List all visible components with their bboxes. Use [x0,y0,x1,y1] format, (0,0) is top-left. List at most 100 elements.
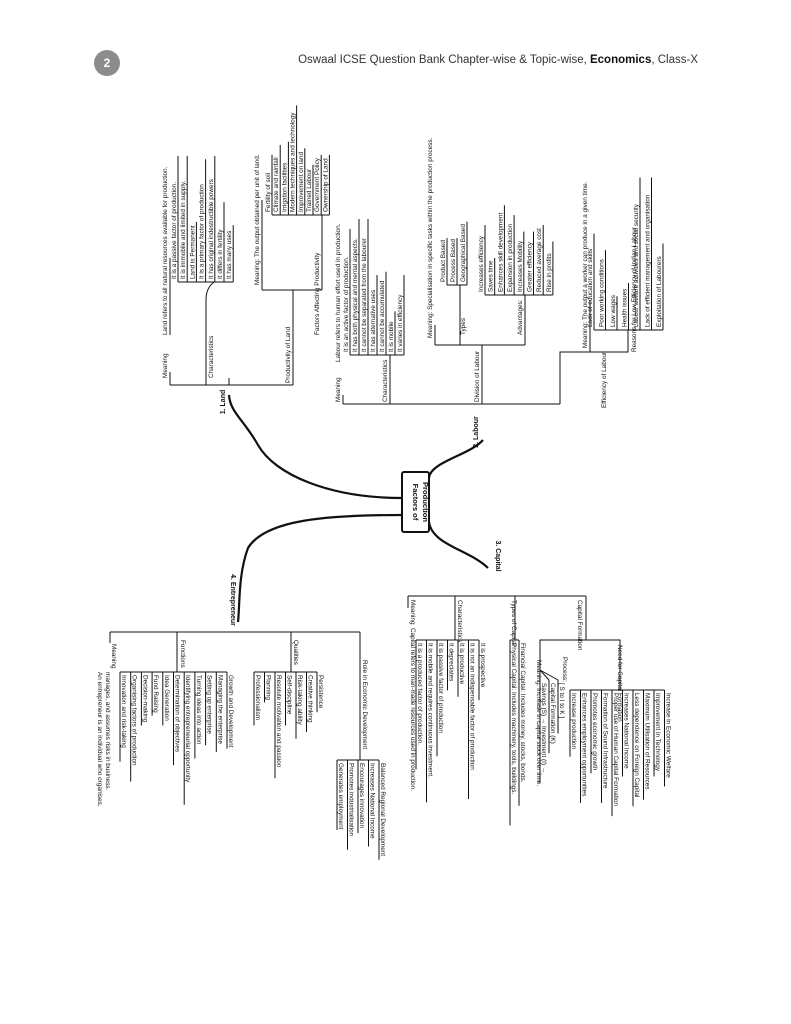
labour-low-item-1: Poor working conditions [599,259,606,327]
labour-chars-item-3: It has alternative uses [370,290,377,352]
capital-needs-item-7: Maximum Utilisation of Resources [644,693,651,790]
header-subject: Economics [589,54,652,66]
labour-types-item-1: Process Based [450,239,457,282]
land-chars-item-6: It has many uses [226,231,233,279]
ent-functions-item-3: Fund Raising [152,675,159,713]
ent-qualities-item-1: Planning [265,675,272,700]
entrepreneur-functions-label: Functions [179,640,186,668]
labour-advantages-label: Advantages: [517,299,524,335]
capital-formation-label: Capital Formation [576,600,583,651]
land-productivity-fork [261,200,323,291]
land-factors-item-2: Irrigation facilities [281,163,288,212]
labour-efficiency-meaning: Meaning: The output a worker can produce… [582,181,589,348]
land-bus [170,378,293,386]
capital-chars-item-4: It is productive [458,643,465,685]
labour-division-meaning: Meaning: Specialisation in specific task… [427,137,434,338]
ent-functions-item-8: Setting up enterprise [206,675,213,734]
labour-low-item-3: Health issues [622,289,629,327]
labour-low-item-4: Labour welfare activities and social sec… [633,203,640,327]
land-productivity-label: Productivity of Land [285,326,292,383]
capital-needs-item-8: Improvement in Technology [654,693,661,772]
ent-functions-item-2: Decision-making [141,675,148,723]
capital-needs-item-1: Enhances employment opportunities [581,693,588,796]
land-chars-item-2: Land is Permanent [189,225,196,279]
land-factors-item-1: Climate and rainfall [273,157,280,212]
labour-adv-item-5: Greater efficiency [527,241,534,292]
land-chars-item-3: It is a primary factor of production [199,184,206,279]
capital-process-connector-1 [539,669,550,681]
labour-types-item-0: Product Based [440,240,447,282]
land-factors-label: Factors Affecting Productivity [314,252,321,335]
land-title: 1. Land [220,390,227,415]
ent-qualities-item-4: Risk-taking ability [296,675,303,726]
ent-functions-item-9: Managing the enterprise [216,675,223,744]
land-factors-item-0: Fertility of soil [265,173,272,212]
labour-division-fork [434,325,525,346]
entrepreneur-meaning-line-1: manages, and assumes risks in business. [104,672,111,791]
ent-qualities-item-6: Persistence [317,675,324,709]
ent-functions-item-4: Idea Generation [163,675,170,721]
capital-chars-item-6: It is prospective [479,643,486,688]
land-factors-item-5: Trained Labour [306,168,313,212]
center-label-line2: Production [421,482,430,522]
land-chars-item-1: It is immobile and limited in supply. [180,181,187,279]
labour-meaning-text: Labour refers to human effort used in pr… [335,223,342,362]
capital-needs-item-6: Less dependence on Foreign Capital [633,693,640,797]
capital-needs-item-4: Proper use of Human Capital Formation [612,693,619,806]
ent-functions-item-5: Determination of objectives [174,675,181,752]
labour-chars-item-4: It cannot be accumulated [379,280,386,352]
ent-qualities-item-2: Resolute motivation and passion [275,675,282,768]
ent-roles-item-0: Generates employment [337,763,344,830]
capital-needs-item-5: Increases National Income [623,693,630,769]
land-characteristics-label: Characteristics [208,336,215,378]
land-factors-item-4: Improvement on land [298,152,305,212]
page-header: Oswaal ICSE Question Bank Chapter-wise &… [298,54,698,66]
capital-formation-fork [539,596,621,690]
labour-adv-item-4: Increases Mobility [517,240,524,292]
labour-chars-item-5: It is mobile [388,321,395,352]
labour-characteristics-label: Characteristics [382,360,389,402]
ent-roles-item-2: Encourages innovation [358,763,365,828]
land-char-connector [205,281,215,385]
entrepreneur-title: 4. Entrepreneur [229,574,236,626]
labour-low-efficiency-list: Lack of education and skills Poor working… [587,177,664,331]
land-factors-item-7: Ownership of Land [322,158,329,212]
ent-qualities-item-0: Professionalism [254,675,261,720]
capital-process-connector-2 [539,669,559,681]
capital-needs-item-9: Increase in Economic Welfare [665,693,672,778]
land-productivity-meaning: Meaning: The output obtained per unit of… [254,154,261,285]
capital-characteristics-label: Characteristics [456,600,463,642]
capital-types-item-1: Financial Capital: Includes money, stock… [519,643,526,783]
capital-chars-item-5: It is not an indispensable factor of pro… [469,643,476,770]
capital-chars-item-2: It is passive factor of production [437,643,444,733]
capital-types-item-0: Physical Capital: Includes machinery, to… [510,643,517,794]
capital-needs-item-0: Increase production [570,693,577,750]
capital-process-list: Savings (S) → Investment (I) →Capital Fo… [539,669,565,783]
labour-low-item-0: Lack of education and skills [587,249,594,327]
capital-process-item-1: Capital Formation (K) [549,683,556,744]
capital-types-list: Physical Capital: Includes machinery, to… [509,639,526,826]
land-factors-item-6: Government Policy [314,157,321,212]
labour-characteristics-list: It is an active factor of production.It … [343,219,405,356]
capital-characteristics-list: It is a produced factor of production. It… [415,639,486,803]
labour-adv-item-6: Reduced average cost [536,228,543,292]
capital-types-label: Types of Capital [510,600,517,646]
land-factors-item-3: Modern techniques and technology [290,112,297,212]
entrepreneur-role-label: Role in Economic Development [361,660,368,749]
ent-functions-item-0: Innovation and risk-taking [120,675,127,748]
ent-functions-item-1: Organising factors of production [131,675,138,766]
labour-adv-item-1: Saves time [488,260,495,292]
labour-adv-item-2: Enhances skill development [497,213,504,292]
capital-chars-item-0: It is a produced factor of production. [416,643,423,745]
land-meaning-label: Meaning [162,353,169,378]
labour-chars-item-0: It is an active factor of production. [343,256,350,352]
labour-chars-item-1: It has both physical and mental aspects. [352,238,359,352]
capital-needs-item-2: Promotes economic growth [591,693,598,771]
labour-adv-item-7: Rise in profits [546,253,553,292]
entrepreneur-meaning-line-0: An entrepreneur is an individual who org… [96,672,103,807]
labour-types-label: Types [460,318,467,335]
